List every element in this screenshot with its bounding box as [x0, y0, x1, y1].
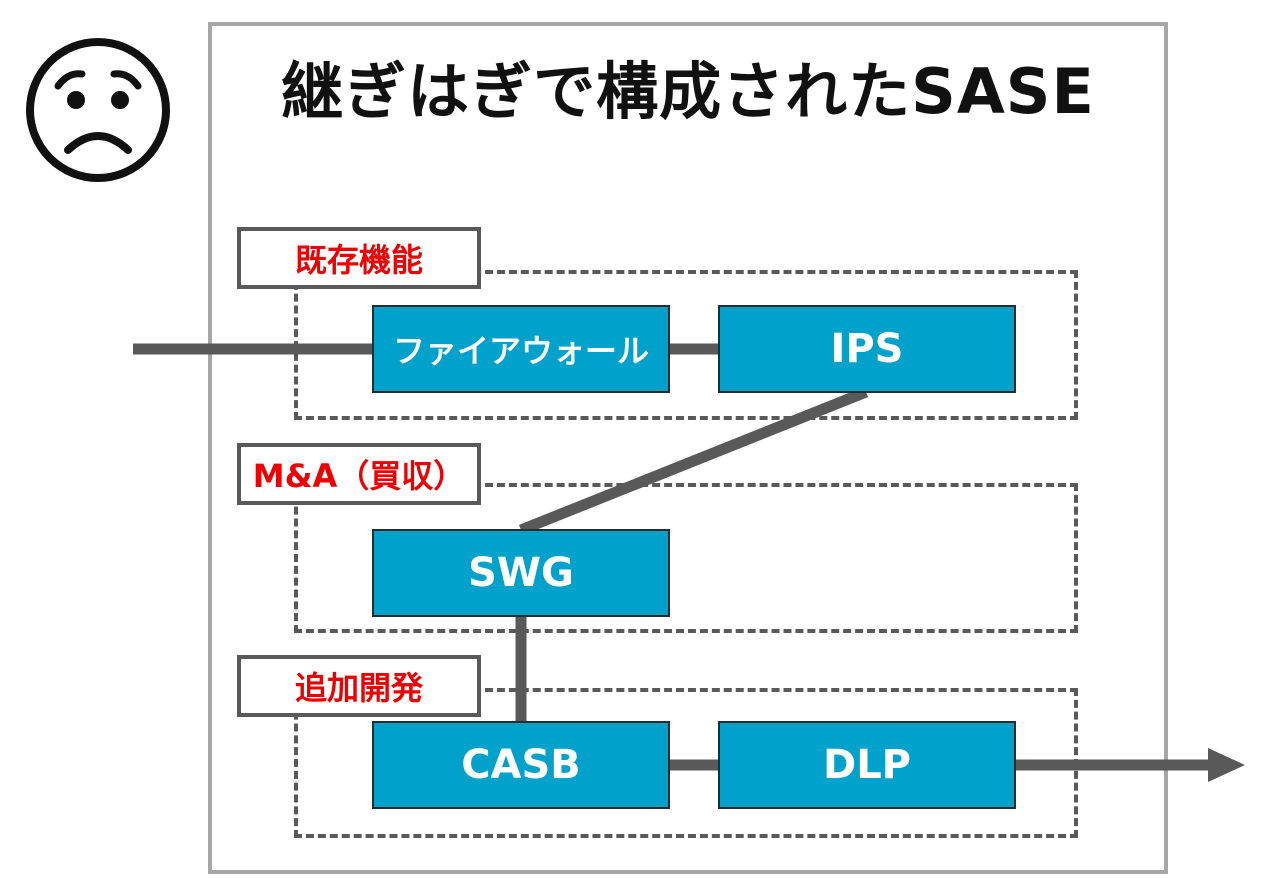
node-firewall: ファイアウォール: [372, 305, 670, 393]
group-box-acquisition: [294, 483, 1078, 633]
group-label-acquisition: M&A（買収）: [237, 443, 481, 505]
node-dlp: DLP: [718, 721, 1016, 809]
page-title: 継ぎはぎで構成されたSASE: [281, 55, 1095, 128]
arrow-head-icon: [1208, 748, 1245, 782]
group-label-additional: 追加開発: [237, 655, 481, 717]
ips-swg-line: [518, 386, 869, 536]
node-ips: IPS: [718, 305, 1016, 393]
outer-frame: [208, 22, 1168, 874]
group-label-existing: 既存機能: [237, 227, 481, 289]
worried-face-icon: [18, 34, 178, 184]
node-swg: SWG: [372, 529, 670, 617]
node-casb: CASB: [372, 721, 670, 809]
